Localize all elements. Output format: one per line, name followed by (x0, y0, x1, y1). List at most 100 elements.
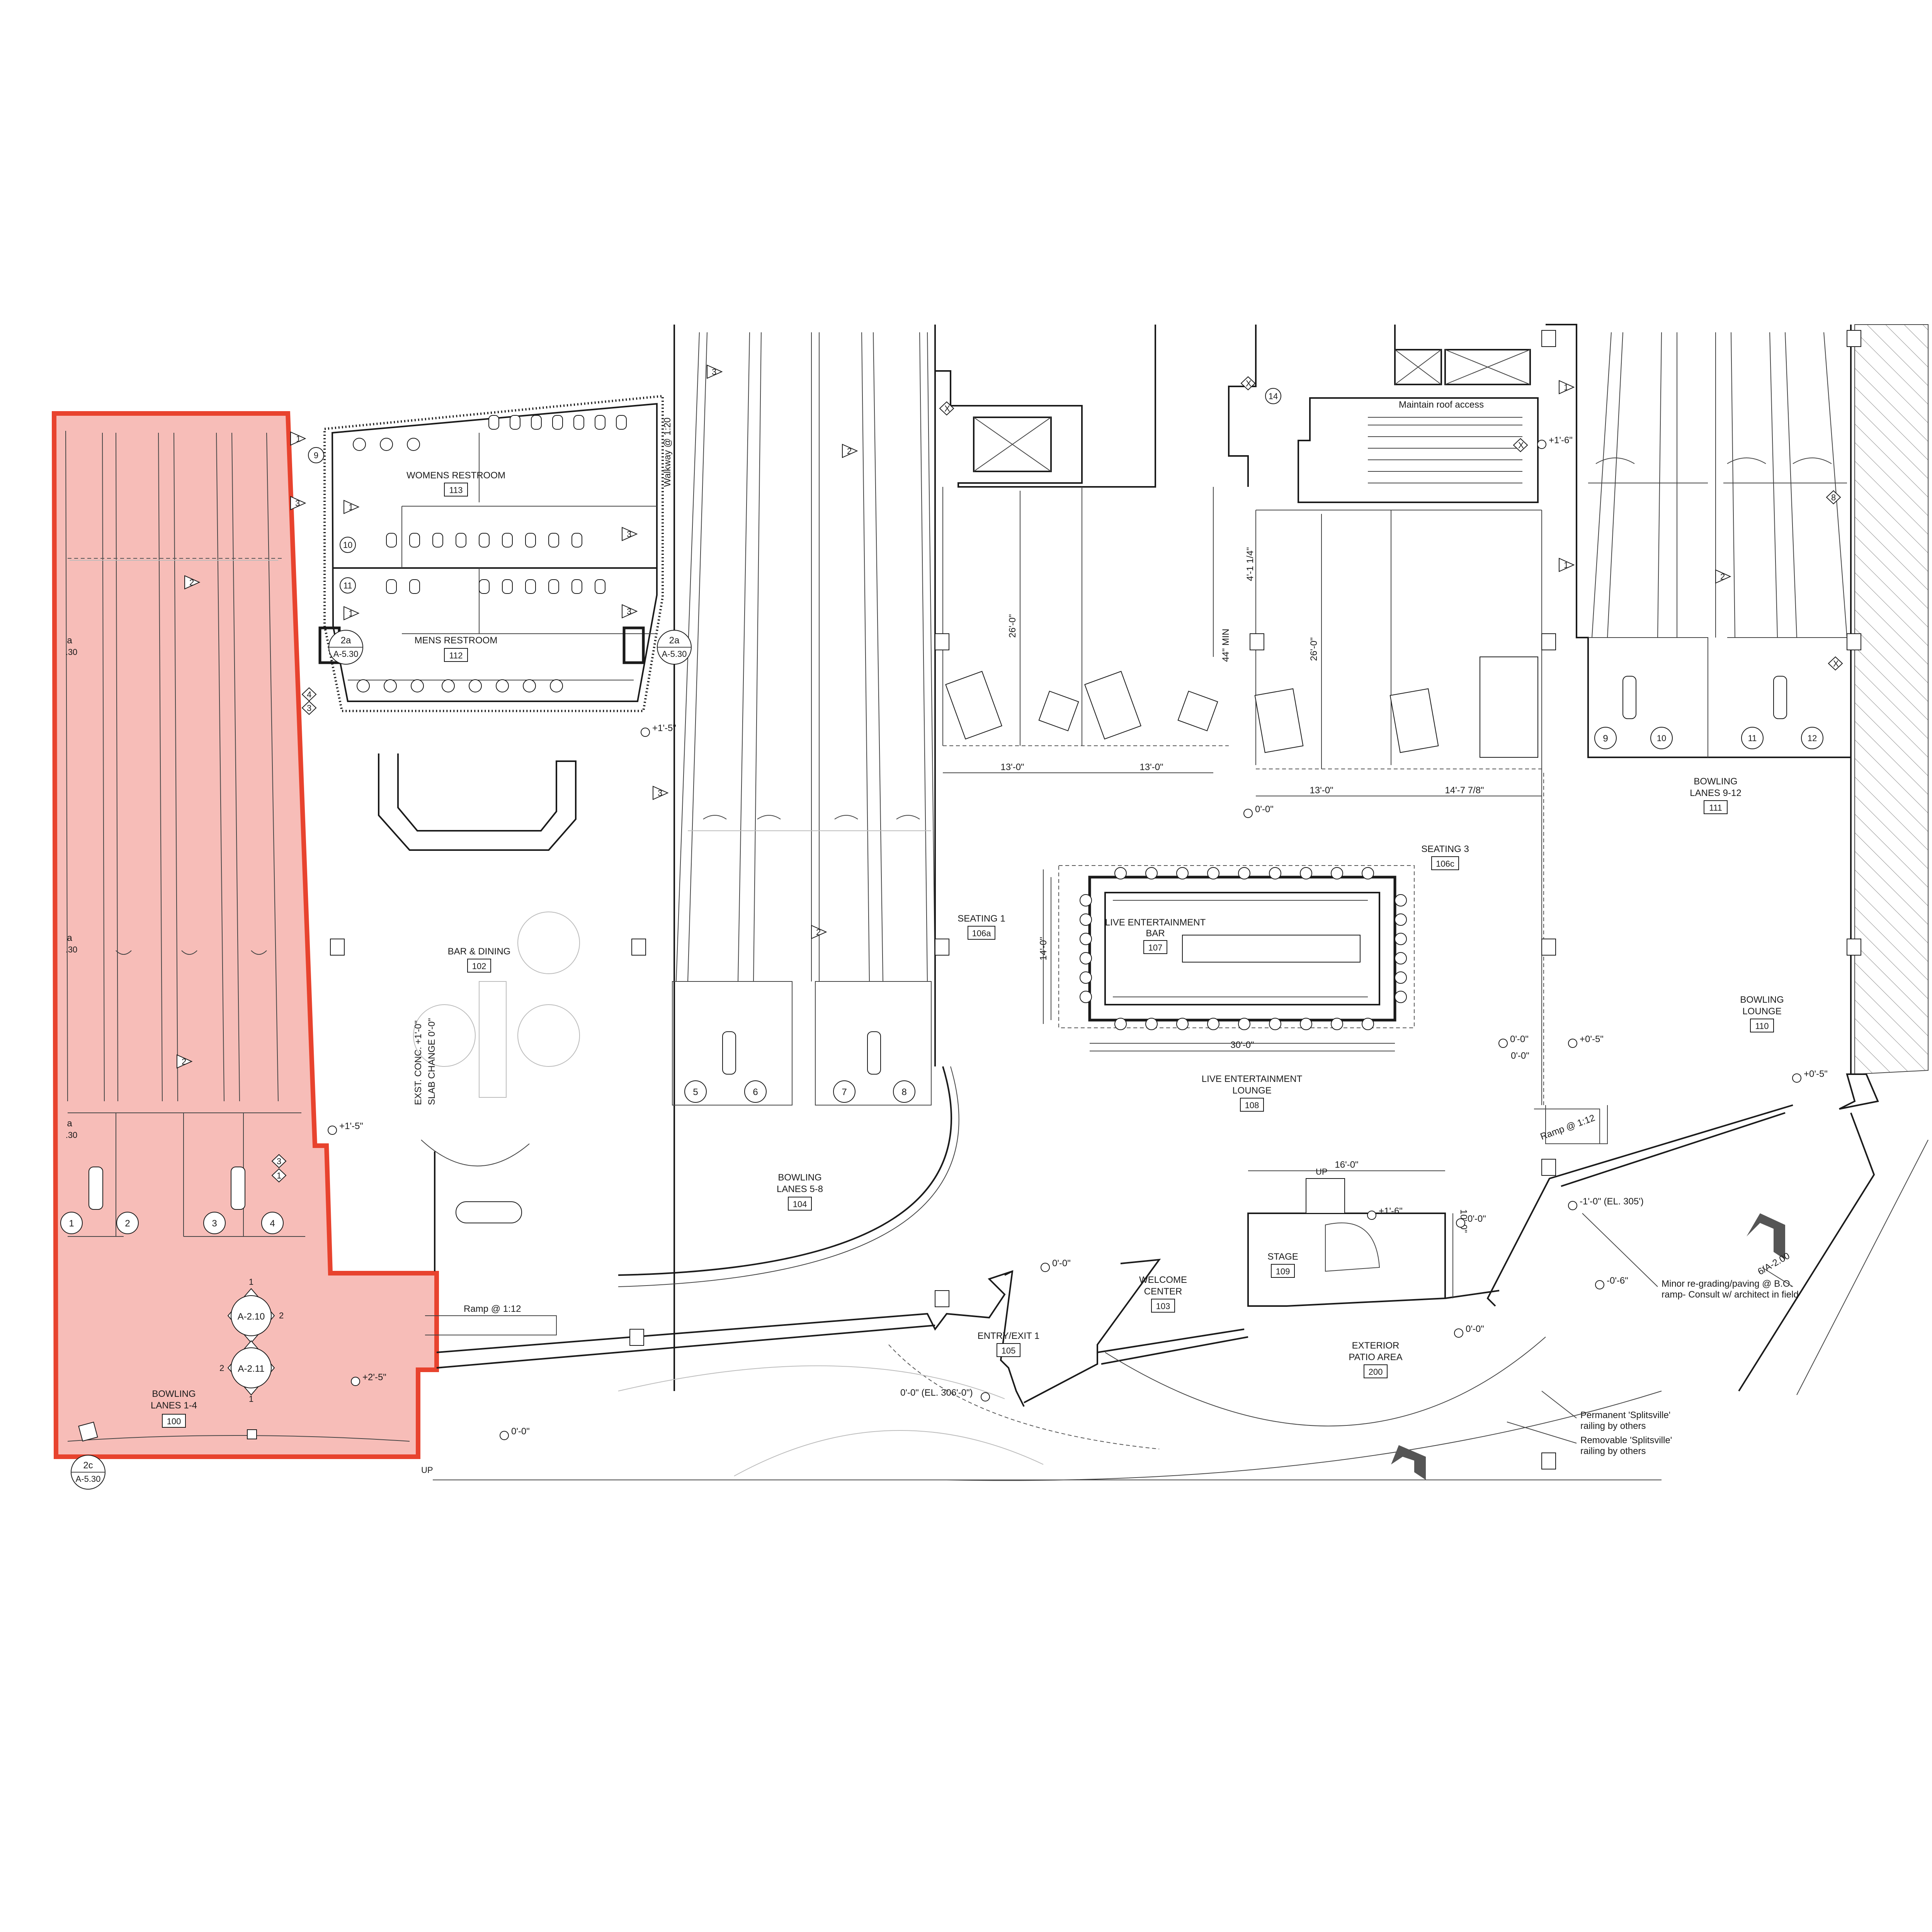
seating-furniture (945, 656, 1538, 758)
section-references: 2a A-5.30 2a A-5.30 2c A-5.30 a .30 a .3… (66, 630, 1793, 1490)
svg-text:13'-0": 13'-0" (1000, 762, 1024, 772)
svg-text:LOUNGE: LOUNGE (1232, 1085, 1271, 1096)
svg-text:LOUNGE: LOUNGE (1742, 1006, 1781, 1017)
room-labels: BOWLING LANES 1-4 100 BAR & DINING 102 W… (151, 470, 1784, 1428)
svg-text:X: X (1518, 440, 1524, 450)
svg-text:.30: .30 (66, 647, 78, 657)
svg-text:1: 1 (249, 1394, 253, 1404)
room-tag-seating3: SEATING 3 106c (1421, 844, 1469, 870)
svg-text:9: 9 (314, 451, 318, 460)
svg-text:Removable 'Splitsville': Removable 'Splitsville' (1580, 1435, 1672, 1446)
svg-text:0'-0" (EL. 306'-0"): 0'-0" (EL. 306'-0") (900, 1388, 973, 1398)
lane-number-4: 4 (261, 1212, 284, 1234)
svg-text:13'-0": 13'-0" (1139, 762, 1163, 772)
svg-text:UP: UP (1316, 1167, 1328, 1177)
lane-number-11: 11 (1741, 727, 1764, 749)
svg-text:MENS RESTROOM: MENS RESTROOM (415, 635, 498, 646)
svg-text:5: 5 (693, 1087, 698, 1097)
svg-text:3: 3 (712, 367, 716, 377)
elevation-marker: 0'-0" (1243, 804, 1274, 818)
svg-text:14: 14 (1269, 391, 1278, 401)
svg-text:4: 4 (307, 690, 311, 699)
lane-number-10: 10 (1650, 727, 1673, 749)
svg-text:railing by others: railing by others (1580, 1421, 1646, 1431)
lane-number-7: 7 (833, 1080, 855, 1103)
keynote-tag: 2 (177, 1054, 193, 1069)
svg-text:Walkway @ 1:20: Walkway @ 1:20 (662, 417, 673, 487)
keynote-tag: 14 (1265, 388, 1281, 404)
svg-text:EXTERIOR: EXTERIOR (1352, 1340, 1400, 1351)
keynote-tag: 2 (811, 925, 827, 939)
lane-number-12: 12 (1801, 727, 1823, 749)
keynote-tag: 11 (340, 577, 356, 594)
elevation-marker: 0'-0" (1498, 1034, 1529, 1048)
svg-text:105: 105 (1002, 1346, 1016, 1355)
svg-text:12: 12 (1808, 733, 1817, 743)
room-tag-bowling-5-8: BOWLING LANES 5-8 104 (777, 1172, 823, 1211)
svg-text:2: 2 (1720, 572, 1725, 582)
keynote-tag: 2 (184, 575, 201, 590)
lane-number-2: 2 (116, 1212, 139, 1234)
elevation-marker: +1'-5" (328, 1121, 363, 1135)
svg-text:102: 102 (472, 961, 486, 971)
elevation-marker: 0'-0" (1454, 1324, 1484, 1338)
svg-text:LANES 9-12: LANES 9-12 (1690, 788, 1741, 798)
column-markers (78, 330, 1861, 1469)
elevation-marker: 0'-0" (1456, 1214, 1486, 1228)
svg-text:BOWLING: BOWLING (152, 1389, 196, 1399)
svg-text:2: 2 (219, 1363, 224, 1373)
svg-text:107: 107 (1148, 943, 1163, 952)
svg-text:3: 3 (212, 1218, 217, 1229)
section-ref-edge-1: a .30 (66, 635, 78, 657)
svg-text:6: 6 (753, 1087, 758, 1097)
room-tag-welcome: WELCOME CENTER 103 (1139, 1275, 1187, 1313)
svg-text:a: a (67, 933, 72, 943)
svg-text:LANES 1-4: LANES 1-4 (151, 1400, 197, 1411)
elevation-marker: 0'-0" (1041, 1258, 1071, 1272)
keynote-tag: 3 (271, 1154, 287, 1168)
svg-text:1: 1 (277, 1171, 281, 1180)
svg-text:103: 103 (1156, 1301, 1170, 1311)
keynote-tag: X (1240, 376, 1256, 391)
svg-text:+1'-6": +1'-6" (1379, 1206, 1403, 1216)
highlight-area-bowling-lanes-1-4[interactable] (51, 411, 439, 1459)
keynote-tag: 3 (622, 527, 638, 541)
svg-text:+1'-6": +1'-6" (1549, 435, 1573, 446)
svg-text:3: 3 (658, 788, 662, 798)
svg-text:26'-0": 26'-0" (1309, 637, 1319, 661)
lane-numbers: 1 2 3 4 5 6 7 8 9 10 11 12 (60, 727, 1823, 1234)
svg-text:108: 108 (1245, 1100, 1259, 1110)
svg-text:13'-0": 13'-0" (1310, 785, 1333, 796)
svg-text:2: 2 (816, 927, 821, 937)
svg-text:0'-0": 0'-0" (511, 1426, 530, 1437)
keynote-tag: X (939, 401, 954, 416)
dimension-strings: 26'-0" 26'-0" 13'-0" 13'-0" 13'-0" 14'-7… (943, 491, 1542, 1298)
svg-text:106c: 106c (1436, 859, 1454, 869)
svg-text:a: a (67, 635, 72, 646)
room-tag-entry: ENTRY/EXIT 1 105 (978, 1331, 1039, 1357)
section-ref-2a-right: 2a A-5.30 (657, 630, 692, 665)
svg-text:30'-0": 30'-0" (1230, 1040, 1254, 1050)
keynote-tag: X (1513, 438, 1528, 452)
room-tag-seating1: SEATING 1 106a (957, 913, 1005, 940)
keynote-tag: 1 (290, 431, 306, 446)
lane-number-3: 3 (203, 1212, 226, 1234)
svg-text:113: 113 (449, 485, 463, 495)
restrooms-block (318, 395, 664, 712)
svg-text:2: 2 (279, 1311, 284, 1320)
room-tag-womens: WOMENS RESTROOM 113 (406, 470, 505, 497)
svg-text:LANES 5-8: LANES 5-8 (777, 1184, 823, 1194)
svg-text:0'-0": 0'-0" (1466, 1324, 1484, 1334)
svg-text:112: 112 (449, 651, 463, 660)
elevation-marker: 0'-0" (EL. 306'-0") (900, 1388, 990, 1401)
svg-text:3: 3 (307, 703, 311, 713)
svg-text:X: X (944, 404, 950, 413)
svg-text:4: 4 (270, 1218, 275, 1229)
svg-text:11: 11 (344, 581, 352, 590)
keynote-tag: 8 (1826, 490, 1841, 505)
svg-text:+1'-5": +1'-5" (339, 1121, 363, 1131)
svg-text:STAGE: STAGE (1267, 1252, 1298, 1262)
svg-text:Permanent 'Splitsville': Permanent 'Splitsville' (1580, 1410, 1670, 1420)
svg-text:1: 1 (1564, 560, 1568, 570)
keynote-tag: 3 (290, 496, 306, 510)
